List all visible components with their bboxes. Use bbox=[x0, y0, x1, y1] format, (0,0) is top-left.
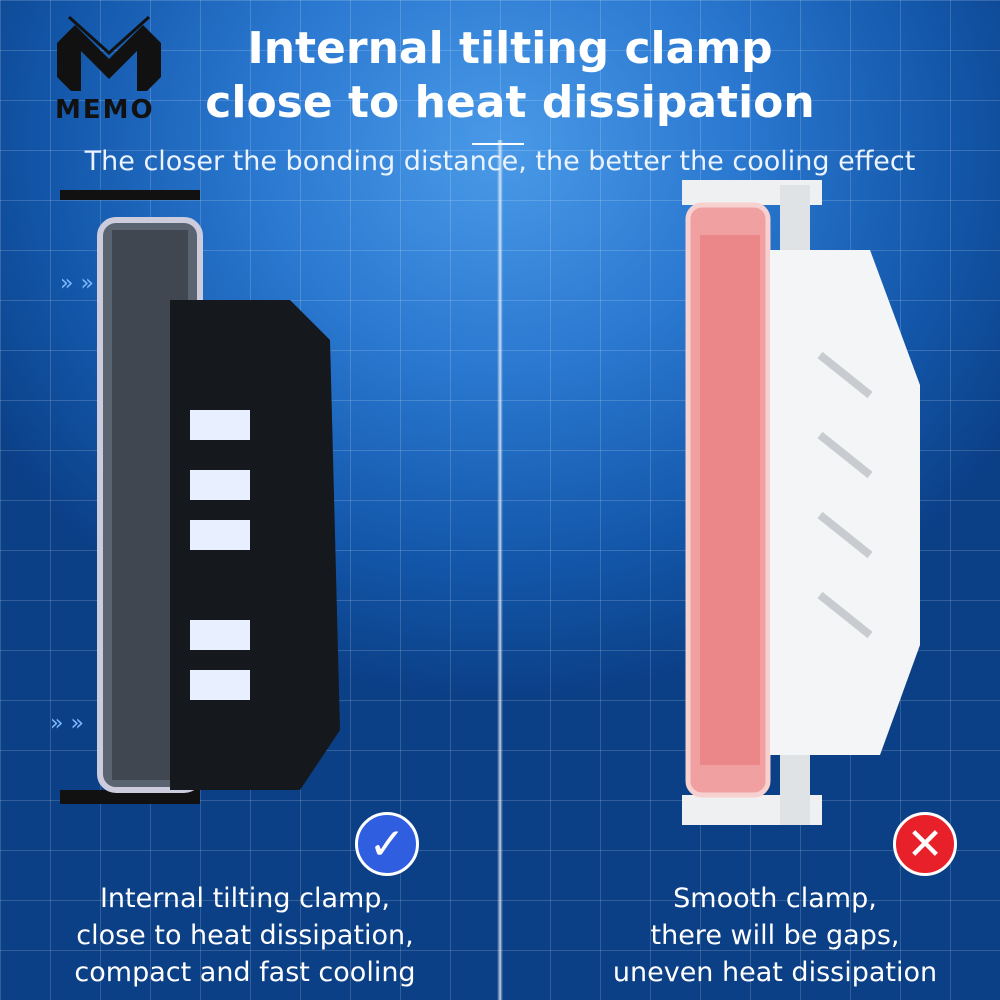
caption-line: there will be gaps, bbox=[650, 920, 900, 951]
cross-badge: ✕ bbox=[893, 812, 957, 876]
left-caption: Internal tilting clamp, close to heat di… bbox=[25, 880, 465, 991]
logo-text: MEMO bbox=[55, 95, 155, 125]
memo-logo-icon bbox=[57, 15, 161, 91]
svg-text:» »: » » bbox=[60, 271, 94, 296]
title-line-2: close to heat dissipation bbox=[205, 77, 815, 128]
title-divider bbox=[472, 143, 524, 145]
page-title: Internal tilting clamp close to heat dis… bbox=[180, 22, 840, 130]
caption-line: Smooth clamp, bbox=[673, 883, 877, 914]
brand-logo: MEMO bbox=[55, 15, 165, 125]
svg-text:» »: » » bbox=[50, 711, 84, 736]
caption-line: Internal tilting clamp, bbox=[99, 883, 391, 914]
caption-line: close to heat dissipation, bbox=[76, 920, 414, 951]
right-caption: Smooth clamp, there will be gaps, uneven… bbox=[555, 880, 995, 991]
center-divider-beam bbox=[497, 140, 503, 1000]
caption-line: uneven heat dissipation bbox=[612, 957, 938, 988]
caption-line: compact and fast cooling bbox=[74, 957, 416, 988]
title-line-1: Internal tilting clamp bbox=[247, 23, 773, 74]
check-icon: ✓ bbox=[368, 818, 406, 870]
black-cooler-image: » » » » bbox=[50, 190, 340, 804]
cross-icon: ✕ bbox=[906, 818, 944, 870]
white-cooler-image bbox=[682, 180, 920, 825]
subtitle: The closer the bonding distance, the bet… bbox=[84, 146, 916, 177]
check-badge: ✓ bbox=[355, 812, 419, 876]
